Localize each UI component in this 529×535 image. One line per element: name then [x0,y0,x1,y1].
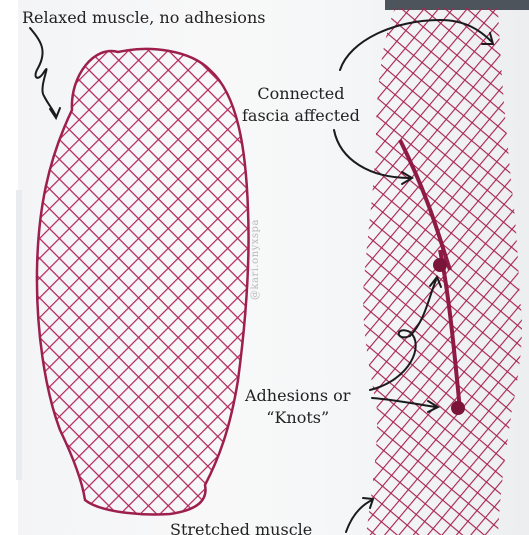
adhesions-label: Adhesions or “Knots” [245,385,350,429]
connected-fascia-line1: Connected [242,83,360,105]
connected-fascia-line2: fascia affected [242,105,360,127]
adhesions-line1: Adhesions or [245,385,350,407]
stretched-muscle-label: Stretched muscle [170,519,312,535]
stretched-muscle-mesh [355,0,529,535]
connected-fascia-label: Connected fascia affected [242,83,360,127]
relaxed-muscle-mesh [30,40,260,520]
watermark-text: @kari.onyxspa [250,219,261,300]
adhesions-line2: “Knots” [245,407,350,429]
relaxed-muscle-label: Relaxed muscle, no adhesions [22,7,265,29]
